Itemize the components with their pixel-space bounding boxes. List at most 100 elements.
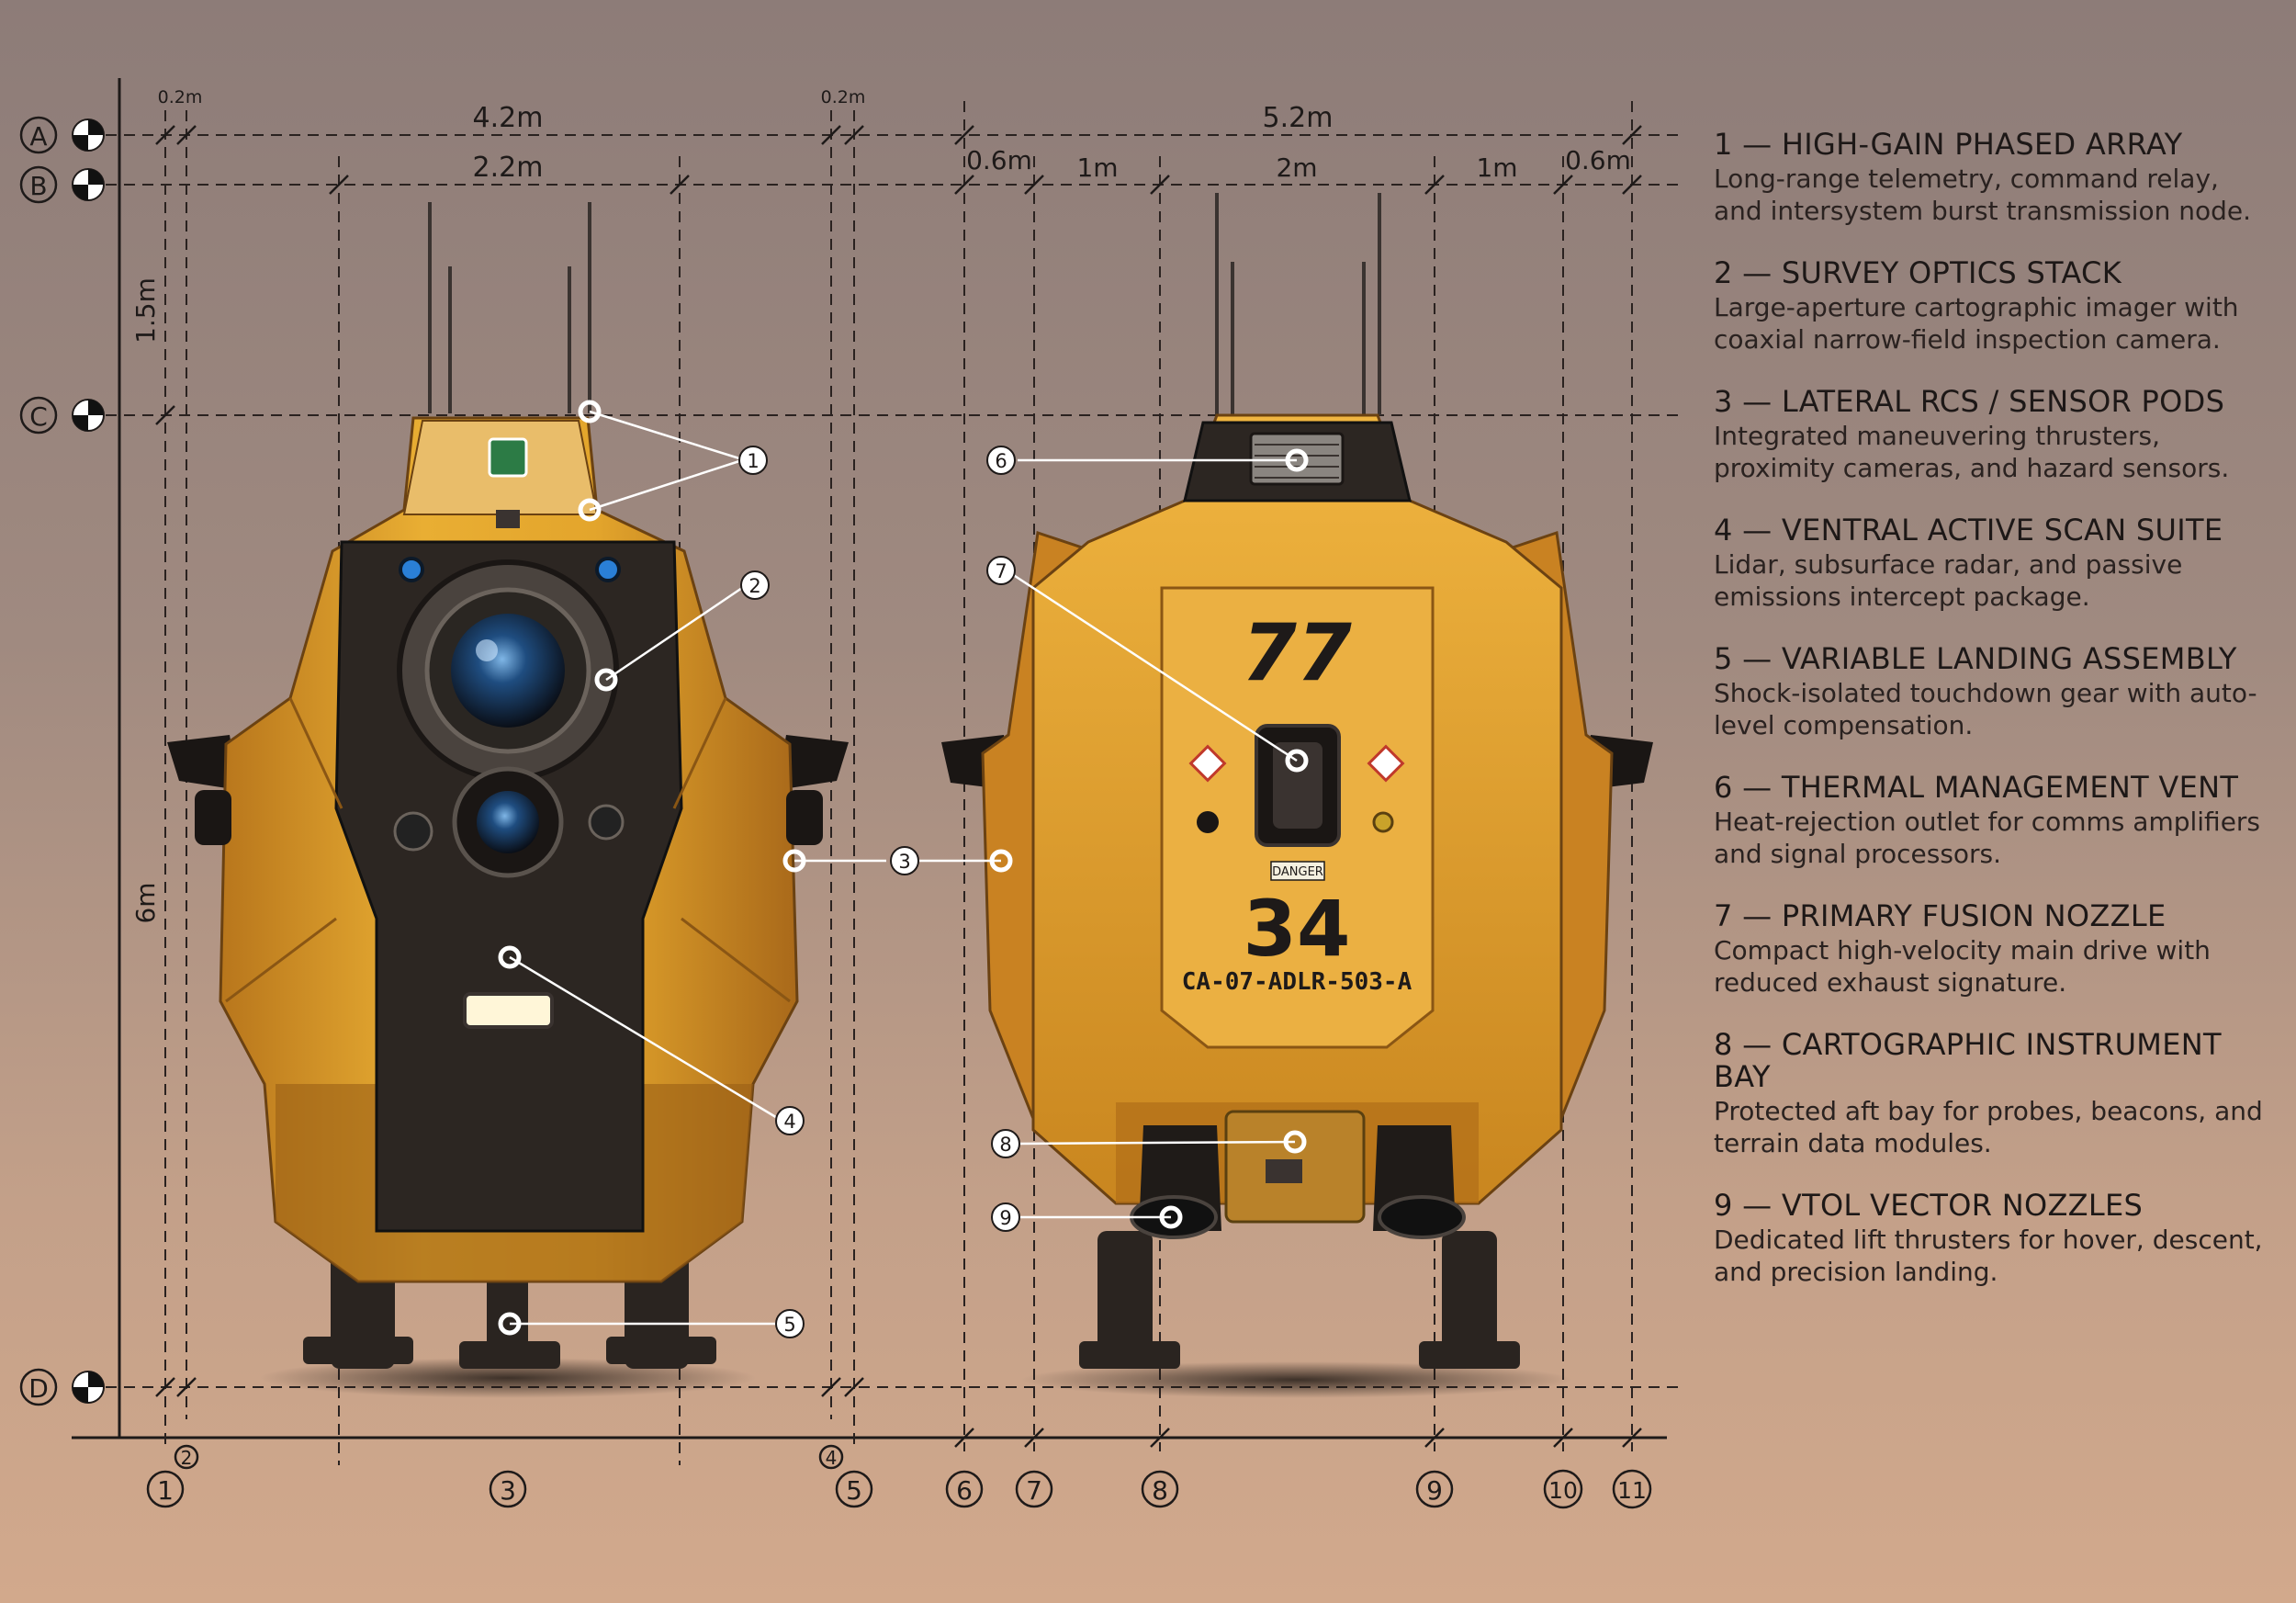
- dim-height-body: 6m: [130, 882, 161, 923]
- svg-text:7: 7: [1026, 1475, 1042, 1506]
- dim-rear-s1: 0.6m: [966, 145, 1032, 175]
- rear-serial: CA-07-ADLR-503-A: [1182, 968, 1412, 996]
- svg-text:8: 8: [999, 1134, 1011, 1156]
- callout-targets: [498, 400, 1309, 1336]
- column-marker-10: 10: [1543, 1469, 1583, 1509]
- dimension-labels: 0.2m 4.2m 0.2m 2.2m 5.2m 0.6m 1m 2m 1m 0…: [130, 87, 1631, 924]
- front-view-vehicle: [167, 202, 849, 1398]
- legend-item-4: 4 — VENTRAL ACTIVE SCAN SUITE Lidar, sub…: [1714, 514, 2265, 613]
- column-marker-1: 1: [146, 1470, 185, 1508]
- svg-text:10: 10: [1548, 1477, 1578, 1504]
- column-marker-9: 9: [1415, 1470, 1454, 1508]
- callout-leaders: [509, 410, 1298, 1326]
- dim-front-body: 2.2m: [473, 152, 544, 184]
- legend-title: 4 — VENTRAL ACTIVE SCAN SUITE: [1714, 513, 2223, 548]
- legend-title: 6 — THERMAL MANAGEMENT VENT: [1714, 770, 2239, 805]
- dim-rear-s5: 0.6m: [1565, 145, 1631, 175]
- dim-front-width: 4.2m: [473, 102, 544, 134]
- legend-item-3: 3 — LATERAL RCS / SENSOR PODS Integrated…: [1714, 386, 2265, 484]
- legend-desc: Protected aft bay for probes, beacons, a…: [1714, 1096, 2263, 1158]
- dim-front-top-left: 0.2m: [158, 87, 203, 107]
- legend-desc: Shock-isolated touchdown gear with auto-…: [1714, 678, 2257, 740]
- legend-desc: Compact high-velocity main drive with re…: [1714, 935, 2211, 998]
- dim-rear-width: 5.2m: [1263, 102, 1334, 134]
- legend-desc: Large-aperture cartographic imager with …: [1714, 292, 2239, 355]
- row-marker-a: A: [19, 116, 105, 154]
- svg-text:5: 5: [783, 1314, 795, 1336]
- dim-rear-s2: 1m: [1076, 152, 1118, 183]
- column-marker-7: 7: [1015, 1470, 1053, 1508]
- svg-text:8: 8: [1152, 1475, 1168, 1506]
- legend-desc: Heat-rejection outlet for comms amplifie…: [1714, 807, 2261, 869]
- legend-item-6: 6 — THERMAL MANAGEMENT VENT Heat-rejecti…: [1714, 772, 2265, 870]
- row-marker-b: B: [19, 165, 105, 204]
- row-markers: A B C D: [19, 116, 105, 1406]
- legend-desc: Long-range telemetry, command relay, and…: [1714, 164, 2251, 226]
- column-marker-5: 5: [835, 1470, 873, 1508]
- main-axes: [72, 78, 1667, 1439]
- legend-item-1: 1 — HIGH-GAIN PHASED ARRAY Long-range te…: [1714, 129, 2265, 227]
- row-marker-c: C: [19, 396, 105, 435]
- column-marker-8: 8: [1141, 1470, 1179, 1508]
- callout-5: 5: [775, 1309, 805, 1338]
- blueprint-drawing: A B C D 1 2 3 4 5 6 7 8: [19, 78, 1685, 1509]
- svg-text:11: 11: [1617, 1477, 1647, 1504]
- legend-desc: Dedicated lift thrusters for hover, desc…: [1714, 1225, 2263, 1287]
- svg-text:2: 2: [181, 1447, 193, 1469]
- component-legend: 1 — HIGH-GAIN PHASED ARRAY Long-range te…: [1714, 129, 2265, 1318]
- column-marker-4: 4: [818, 1444, 844, 1470]
- callout-2: 2: [740, 570, 770, 600]
- svg-text:1: 1: [157, 1475, 174, 1506]
- rear-main-number: 34: [1244, 884, 1351, 974]
- dimension-ticks: [155, 125, 1642, 1448]
- callout-4: 4: [775, 1106, 805, 1135]
- legend-item-9: 9 — VTOL VECTOR NOZZLES Dedicated lift t…: [1714, 1190, 2265, 1288]
- svg-text:2: 2: [748, 575, 760, 597]
- svg-text:C: C: [29, 401, 48, 432]
- svg-text:B: B: [29, 171, 47, 201]
- legend-item-2: 2 — SURVEY OPTICS STACK Large-aperture c…: [1714, 257, 2265, 356]
- svg-text:6: 6: [956, 1475, 973, 1506]
- legend-title: 1 — HIGH-GAIN PHASED ARRAY: [1714, 127, 2183, 162]
- legend-item-8: 8 — CARTOGRAPHIC INSTRUMENT BAY Protecte…: [1714, 1029, 2265, 1159]
- legend-desc: Integrated maneuvering thrusters, proxim…: [1714, 421, 2230, 483]
- column-marker-2: 2: [174, 1444, 199, 1470]
- dim-rear-s3: 2m: [1276, 152, 1317, 183]
- callout-7: 7: [986, 556, 1016, 585]
- svg-text:4: 4: [826, 1447, 838, 1469]
- svg-text:D: D: [28, 1373, 49, 1404]
- column-markers: 1 2 3 4 5 6 7 8 9 10 11: [146, 1444, 1652, 1509]
- column-marker-11: 11: [1612, 1469, 1652, 1509]
- legend-title: 9 — VTOL VECTOR NOZZLES: [1714, 1188, 2144, 1223]
- svg-text:7: 7: [995, 560, 1007, 582]
- row-marker-d: D: [19, 1368, 105, 1406]
- dim-front-top-right: 0.2m: [821, 87, 866, 107]
- legend-item-5: 5 — VARIABLE LANDING ASSEMBLY Shock-isol…: [1714, 643, 2265, 741]
- svg-text:4: 4: [783, 1111, 795, 1133]
- svg-text:9: 9: [999, 1207, 1011, 1229]
- callout-badges: 1 2 3 4 5 6 7 8 9: [738, 446, 1020, 1338]
- legend-title: 2 — SURVEY OPTICS STACK: [1714, 255, 2122, 290]
- svg-text:6: 6: [995, 450, 1007, 472]
- svg-text:A: A: [29, 121, 47, 152]
- column-marker-3: 3: [489, 1470, 527, 1508]
- legend-title: 7 — PRIMARY FUSION NOZZLE: [1714, 898, 2167, 933]
- svg-text:1: 1: [747, 450, 759, 472]
- column-marker-6: 6: [945, 1470, 984, 1508]
- rear-view-vehicle: 77 DANGER 34 CA-07-ADLR-503-A: [941, 193, 1653, 1398]
- legend-title: 8 — CARTOGRAPHIC INSTRUMENT BAY: [1714, 1027, 2222, 1094]
- legend-item-7: 7 — PRIMARY FUSION NOZZLE Compact high-v…: [1714, 900, 2265, 999]
- legend-desc: Lidar, subsurface radar, and passive emi…: [1714, 549, 2183, 612]
- callout-3: 3: [890, 846, 919, 875]
- rear-top-number: 77: [1242, 607, 1352, 699]
- callout-8: 8: [991, 1129, 1020, 1158]
- legend-title: 3 — LATERAL RCS / SENSOR PODS: [1714, 384, 2225, 419]
- callout-9: 9: [991, 1202, 1020, 1232]
- svg-text:9: 9: [1426, 1475, 1443, 1506]
- svg-text:3: 3: [500, 1475, 516, 1506]
- callout-6: 6: [986, 446, 1016, 475]
- dim-height-top: 1.5m: [130, 277, 161, 344]
- svg-text:3: 3: [898, 851, 910, 873]
- callout-1: 1: [738, 446, 768, 475]
- svg-text:5: 5: [846, 1475, 862, 1506]
